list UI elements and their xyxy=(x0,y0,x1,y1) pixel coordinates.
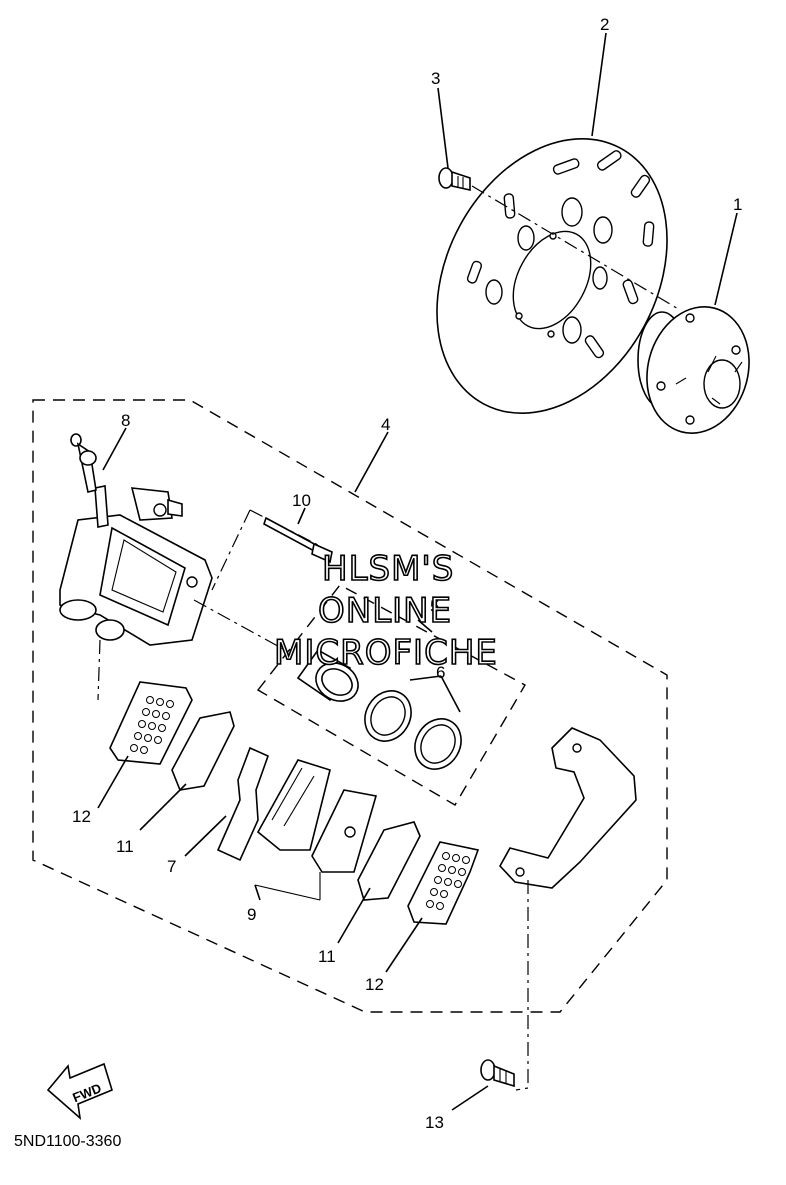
piston-seals xyxy=(364,690,462,770)
callout-6: 6 xyxy=(436,663,445,682)
callout-2: 2 xyxy=(600,15,609,34)
callout-11-right: 11 xyxy=(318,947,336,966)
disc-bolt xyxy=(438,167,471,191)
watermark-line-2: ONLINE xyxy=(318,591,452,631)
pad-support xyxy=(216,746,270,862)
bolt-axis-line xyxy=(471,185,681,311)
brake-pads xyxy=(254,759,378,901)
pad-spring-right xyxy=(357,821,421,901)
callout-3: 3 xyxy=(431,69,440,88)
callout-1: 1 xyxy=(733,195,742,214)
watermark-line-3: MICROFICHE xyxy=(274,633,498,673)
callout-4: 4 xyxy=(381,415,390,434)
bracket-bolt-axis xyxy=(515,880,529,1091)
pad-shim-left xyxy=(109,681,193,765)
callout-12-left: 12 xyxy=(72,807,91,826)
piston-seal-boundary xyxy=(256,584,526,806)
callout-8: 8 xyxy=(121,411,130,430)
watermark-line-1: HLSM'S xyxy=(322,549,454,589)
callout-11-left: 11 xyxy=(116,837,134,856)
caliper-bracket xyxy=(499,727,637,889)
leader-lines xyxy=(97,32,738,1111)
fwd-arrow-icon: FWD xyxy=(46,1062,113,1121)
wheel-hub xyxy=(637,306,750,434)
callout-7: 7 xyxy=(167,857,176,876)
brake-caliper xyxy=(59,485,213,646)
callout-10: 10 xyxy=(292,491,311,510)
caliper-piston xyxy=(296,648,359,702)
pad-spring-left xyxy=(171,711,235,791)
bracket-hole-lower xyxy=(515,867,525,877)
callout-12-right: 12 xyxy=(365,975,384,994)
bracket-hole xyxy=(572,743,582,753)
bracket-bolt xyxy=(480,1059,515,1088)
callout-5: 5 xyxy=(430,597,439,616)
assembly-boundary xyxy=(32,399,668,1013)
bleed-screw xyxy=(70,433,97,493)
pin-axis-line xyxy=(97,509,321,701)
callout-13: 13 xyxy=(425,1113,444,1132)
callout-9: 9 xyxy=(247,905,256,924)
brake-disc xyxy=(436,138,668,414)
pad-shim-right xyxy=(407,841,480,925)
diagram-code: 5ND1100-3360 xyxy=(14,1133,121,1150)
